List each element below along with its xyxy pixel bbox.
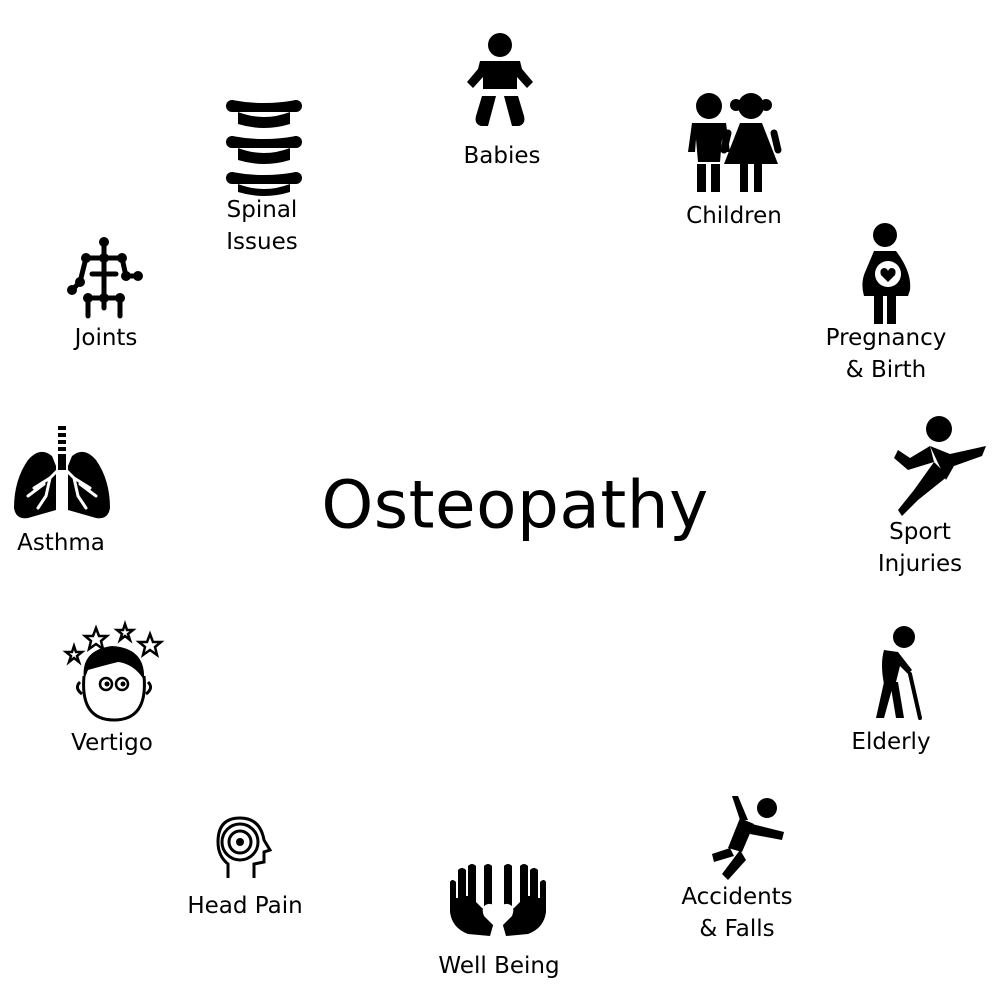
label-accidents-falls: Accidents & Falls	[681, 884, 793, 942]
label-head-pain: Head Pain	[187, 893, 303, 919]
label-children: Children	[686, 203, 782, 229]
head-target-icon	[216, 816, 273, 878]
dizzy-face-icon	[62, 620, 165, 722]
pregnant-woman-icon	[862, 223, 911, 324]
falling-person-icon	[712, 796, 784, 880]
label-vertigo: Vertigo	[71, 730, 153, 756]
label-pregnancy-birth: Pregnancy & Birth	[825, 325, 947, 383]
lungs-icon	[14, 426, 110, 519]
label-well-being: Well Being	[438, 953, 560, 979]
skeleton-joints-icon	[67, 237, 143, 319]
label-babies: Babies	[463, 143, 541, 169]
center-title: Osteopathy	[321, 466, 709, 544]
label-asthma: Asthma	[17, 530, 105, 556]
label-spinal-issues: Spinal Issues	[226, 197, 298, 255]
label-elderly: Elderly	[851, 729, 931, 755]
baby-icon	[467, 33, 533, 126]
spine-icon	[226, 100, 302, 196]
label-sport-injuries: Sport Injuries	[877, 519, 963, 577]
elderly-person-icon	[876, 626, 922, 720]
hands-heart-icon	[450, 864, 546, 936]
children-icon	[688, 93, 782, 192]
runner-icon	[894, 416, 986, 516]
label-joints: Joints	[74, 325, 138, 351]
